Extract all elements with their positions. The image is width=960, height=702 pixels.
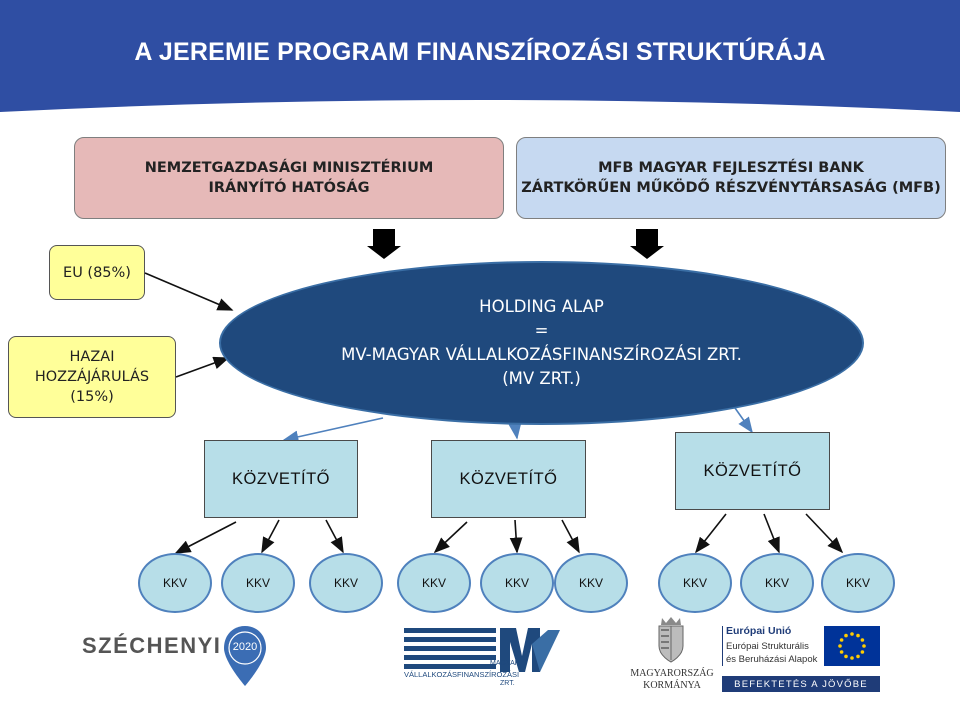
domestic-line2: HOZZÁJÁRULÁS bbox=[34, 369, 150, 385]
sme-circle-2: KKV bbox=[221, 553, 295, 613]
eu-flag-icon bbox=[824, 626, 880, 666]
ministry-line2: IRÁNYÍTÓ HATÓSÁG bbox=[208, 180, 370, 196]
sme-label-1: KKV bbox=[162, 576, 187, 590]
szechenyi-wordmark: SZÉCHENYI bbox=[82, 633, 222, 658]
domestic-contribution-box: HAZAI HOZZÁJÁRULÁS (15%) bbox=[8, 336, 176, 418]
sme-label-3: KKV bbox=[333, 576, 358, 590]
domestic-line1: HAZAI bbox=[69, 349, 115, 365]
szechenyi-2020-logo: SZÉCHENYI 2020 bbox=[82, 624, 272, 690]
mv-line3: ZRT. bbox=[500, 680, 515, 687]
eu-text-divider bbox=[722, 626, 723, 666]
sme-label-6: KKV bbox=[578, 576, 603, 590]
eu-slogan-bar: BEFEKTETÉS A JÖVŐBE bbox=[722, 676, 880, 692]
holding-line4: (MV ZRT.) bbox=[502, 369, 581, 388]
sme-circle-5: KKV bbox=[480, 553, 554, 613]
eu-funds-logo: Európai Unió Európai Strukturális és Ber… bbox=[720, 624, 882, 694]
k3-to-kkv9 bbox=[805, 513, 844, 554]
eu-line1: Európai Strukturális bbox=[726, 641, 809, 652]
szechenyi-year: 2020 bbox=[232, 641, 258, 653]
holding-line2: = bbox=[534, 321, 549, 340]
ministry-down-arrow bbox=[367, 229, 401, 259]
k1-to-kkv3 bbox=[325, 519, 344, 554]
k1-to-kkv1 bbox=[174, 521, 237, 554]
sme-label-8: KKV bbox=[764, 576, 789, 590]
coat-of-arms-icon bbox=[658, 617, 684, 663]
mfb-down-arrow bbox=[630, 229, 664, 259]
mv-line2: VÁLLALKOZÁSFINANSZÍROZÁSI bbox=[404, 670, 520, 679]
sme-circle-9: KKV bbox=[821, 553, 895, 613]
intermediary-box-1: KÖZVETÍTŐ bbox=[204, 440, 358, 518]
sme-circle-3: KKV bbox=[309, 553, 383, 613]
eu-title: Európai Unió bbox=[726, 625, 792, 637]
eu-to-holding-arrow bbox=[144, 272, 234, 311]
ministry-box: NEMZETGAZDASÁGI MINISZTÉRIUM IRÁNYÍTÓ HA… bbox=[74, 137, 504, 219]
domestic-line3: (15%) bbox=[70, 389, 114, 405]
k2-to-kkv6 bbox=[561, 519, 580, 554]
sme-circle-7: KKV bbox=[658, 553, 732, 613]
eu-line2: és Beruházási Alapok bbox=[726, 654, 818, 665]
gov-line1: MAGYARORSZÁG bbox=[630, 668, 714, 679]
mfb-line2: ZÁRTKÖRŰEN MŰKÖDŐ RÉSZVÉNYTÁRSASÁG (MFB) bbox=[521, 180, 941, 196]
k2-to-kkv5 bbox=[509, 519, 523, 554]
k2-to-kkv4 bbox=[433, 521, 468, 554]
intermediary-label-3: KÖZVETÍTŐ bbox=[703, 461, 802, 480]
k3-to-kkv7 bbox=[695, 513, 727, 554]
sme-label-4: KKV bbox=[421, 576, 446, 590]
hungarian-government-logo: MAGYARORSZÁG KORMÁNYA bbox=[630, 616, 714, 696]
k3-to-kkv8 bbox=[763, 513, 780, 554]
sme-circle-1: KKV bbox=[138, 553, 212, 613]
sme-circle-4: KKV bbox=[397, 553, 471, 613]
title-banner bbox=[0, 0, 960, 112]
sme-label-2: KKV bbox=[245, 576, 270, 590]
holding-to-intermediary-1 bbox=[282, 417, 384, 444]
eu-slogan: BEFEKTETÉS A JÖVŐBE bbox=[734, 678, 868, 690]
gov-line2: KORMÁNYA bbox=[643, 680, 701, 691]
sme-label-9: KKV bbox=[845, 576, 870, 590]
mv-stripes-icon bbox=[404, 628, 560, 672]
intermediary-box-2: KÖZVETÍTŐ bbox=[431, 440, 586, 518]
sme-label-7: KKV bbox=[682, 576, 707, 590]
mfb-box: MFB MAGYAR FEJLESZTÉSI BANK ZÁRTKÖRŰEN M… bbox=[516, 137, 946, 219]
mv-line1: MAGYAR bbox=[490, 660, 520, 667]
intermediary-label-2: KÖZVETÍTŐ bbox=[459, 469, 558, 488]
mfb-line1: MFB MAGYAR FEJLESZTÉSI BANK bbox=[598, 160, 864, 176]
intermediary-label-1: KÖZVETÍTŐ bbox=[231, 469, 330, 488]
mv-logo: MAGYAR VÁLLALKOZÁSFINANSZÍROZÁSI ZRT. bbox=[404, 626, 564, 692]
domestic-to-holding-arrow bbox=[175, 356, 230, 378]
holding-fund-ellipse: HOLDING ALAP = MV-MAGYAR VÁLLALKOZÁSFINA… bbox=[219, 261, 864, 425]
sme-circle-8: KKV bbox=[740, 553, 814, 613]
k1-to-kkv2 bbox=[261, 519, 280, 554]
ministry-line1: NEMZETGAZDASÁGI MINISZTÉRIUM bbox=[144, 160, 434, 176]
intermediary-box-3: KÖZVETÍTŐ bbox=[675, 432, 830, 510]
sme-label-5: KKV bbox=[504, 576, 529, 590]
holding-to-intermediary-2 bbox=[508, 422, 522, 440]
eu-share-box: EU (85%) bbox=[49, 245, 145, 300]
holding-line3: MV-MAGYAR VÁLLALKOZÁSFINANSZÍROZÁSI ZRT. bbox=[341, 345, 742, 364]
page-title: A JEREMIE PROGRAM FINANSZÍROZÁSI STRUKTÚ… bbox=[134, 38, 826, 66]
sme-circle-6: KKV bbox=[554, 553, 628, 613]
holding-to-intermediary-3 bbox=[734, 407, 753, 434]
szechenyi-pin-icon bbox=[224, 626, 266, 686]
eu-share-label: EU (85%) bbox=[63, 264, 131, 281]
holding-line1: HOLDING ALAP bbox=[479, 297, 604, 316]
